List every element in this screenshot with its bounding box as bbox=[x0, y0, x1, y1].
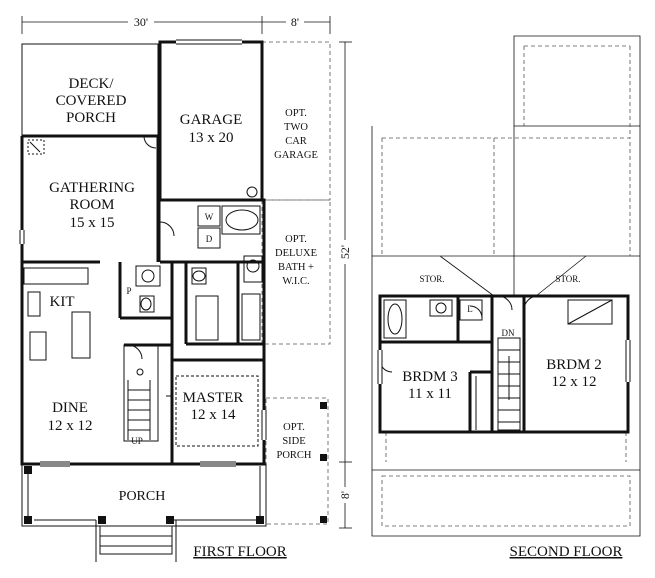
gathering-name-2: ROOM bbox=[69, 197, 114, 213]
deck-label-2: COVERED bbox=[56, 93, 127, 109]
dryer-box bbox=[197, 227, 221, 249]
storage-right-label: STOR. bbox=[555, 274, 580, 284]
opt-garage-outline bbox=[261, 41, 331, 201]
deck-label-3: PORCH bbox=[66, 110, 116, 126]
interior-details bbox=[19, 39, 267, 562]
dine-size: 12 x 12 bbox=[48, 418, 93, 434]
second-floor-title: SECOND FLOOR bbox=[510, 544, 623, 560]
master-size: 12 x 14 bbox=[191, 407, 237, 423]
opt-porch-line3: PORCH bbox=[276, 450, 311, 461]
gathering-size: 15 x 15 bbox=[70, 215, 115, 231]
stair-up-label: UP bbox=[131, 436, 143, 446]
brdm2-size: 12 x 12 bbox=[552, 374, 597, 390]
dim-width-main: 30' bbox=[134, 15, 148, 29]
gathering-name-1: GATHERING bbox=[49, 180, 135, 196]
linen-label: L bbox=[467, 304, 473, 314]
opt-bath-line3: BATH + bbox=[278, 262, 314, 273]
brdm3-name: BRDM 3 bbox=[402, 369, 457, 385]
garage-size: 13 x 20 bbox=[189, 130, 234, 146]
pantry-label: P bbox=[126, 286, 131, 296]
washer-box bbox=[197, 205, 221, 227]
dim-depth-total: 52' bbox=[338, 245, 352, 259]
washer-label: W bbox=[205, 212, 214, 222]
opt-garage-line4: GARAGE bbox=[274, 150, 318, 161]
opt-side-porch-outline bbox=[265, 397, 329, 525]
porch-posts bbox=[24, 402, 327, 524]
stair-down-label: DN bbox=[502, 328, 515, 338]
roof-outline bbox=[371, 35, 641, 537]
opt-garage-line1: OPT. bbox=[285, 108, 307, 119]
deck-label-1: DECK/ bbox=[69, 76, 115, 92]
main-walls bbox=[20, 40, 266, 466]
dryer-label: D bbox=[206, 234, 213, 244]
dim-width-garage: 8' bbox=[291, 15, 299, 29]
master-name: MASTER bbox=[183, 390, 244, 406]
opt-garage-line2: TWO bbox=[284, 122, 308, 133]
brdm2-name: BRDM 2 bbox=[546, 357, 601, 373]
dine-name: DINE bbox=[52, 400, 88, 416]
garage-name: GARAGE bbox=[180, 112, 243, 128]
kitchen-label: KIT bbox=[50, 294, 75, 310]
porch-label: PORCH bbox=[119, 489, 166, 504]
second-floor-plan: STOR. STOR. L DN BRDM 3 11 x 11 BRDM 2 1… bbox=[371, 35, 641, 560]
first-floor-plan: DECK/ COVERED PORCH GARAGE 13 x 20 OPT. … bbox=[19, 39, 331, 562]
opt-porch-line1: OPT. bbox=[283, 422, 305, 433]
brdm3-size: 11 x 11 bbox=[408, 386, 452, 402]
opt-garage-line3: CAR bbox=[285, 136, 307, 147]
opt-bath-line2: DELUXE bbox=[275, 248, 317, 259]
opt-porch-line2: SIDE bbox=[282, 436, 305, 447]
first-floor-title: FIRST FLOOR bbox=[193, 544, 287, 560]
eave-lines bbox=[381, 45, 631, 527]
second-floor-details bbox=[377, 295, 631, 431]
storage-left-label: STOR. bbox=[419, 274, 444, 284]
opt-bath-line4: W.I.C. bbox=[282, 276, 309, 287]
dim-depth-porch: 8' bbox=[338, 491, 352, 499]
opt-bath-line1: OPT. bbox=[285, 234, 307, 245]
